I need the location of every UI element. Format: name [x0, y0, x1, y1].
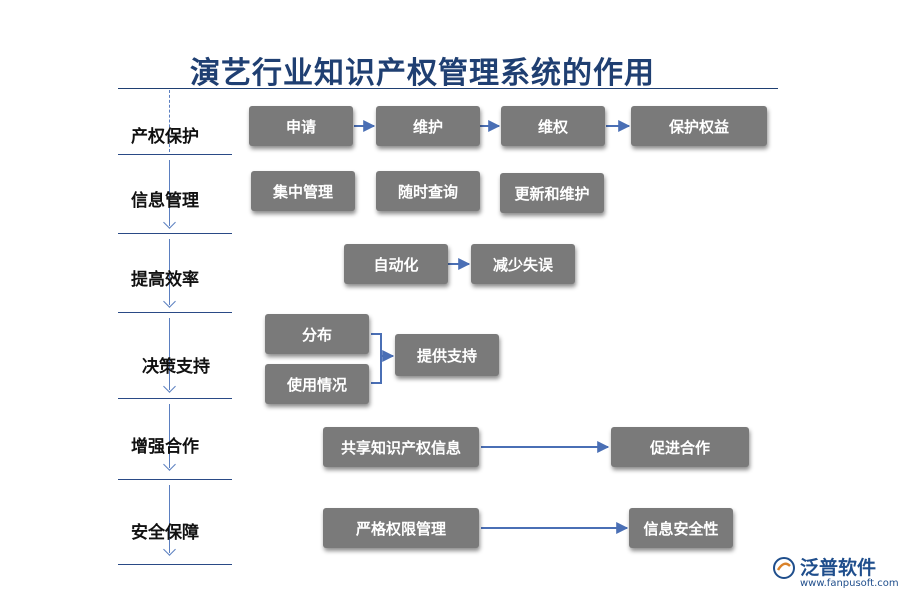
- category-label-info-management: 信息管理: [131, 191, 199, 211]
- step-distribution: 分布: [265, 314, 369, 354]
- timeline-segment: [169, 160, 170, 226]
- bracket-distribution-usage: [371, 333, 382, 384]
- step-reduce-errors: 减少失误: [471, 244, 575, 284]
- logo-name: 泛普软件: [800, 557, 877, 579]
- row-divider: [118, 233, 232, 234]
- category-label-cooperation: 增强合作: [131, 437, 199, 457]
- step-centralized-management: 集中管理: [251, 171, 355, 211]
- step-provide-support: 提供支持: [395, 334, 499, 376]
- category-label-decision-support: 决策支持: [142, 357, 210, 377]
- step-usage: 使用情况: [265, 364, 369, 404]
- logo-url: www.fanpusoft.com: [800, 578, 899, 589]
- row-divider: [118, 312, 232, 313]
- step-maintain: 维护: [376, 106, 480, 146]
- step-share-ip-info: 共享知识产权信息: [323, 427, 479, 467]
- page-title: 演艺行业知识产权管理系统的作用: [190, 56, 655, 91]
- category-label-ip-protection: 产权保护: [131, 127, 199, 147]
- timeline-segment: [169, 318, 170, 390]
- step-query-anytime: 随时查询: [376, 171, 480, 211]
- company-logo-icon: [773, 557, 795, 579]
- step-promote-cooperation: 促进合作: [611, 427, 749, 467]
- timeline-dashed-segment: [169, 90, 170, 152]
- category-label-security: 安全保障: [131, 523, 199, 543]
- timeline-segment: [169, 239, 170, 305]
- category-label-efficiency: 提高效率: [131, 270, 199, 290]
- timeline-segment: [169, 404, 170, 468]
- row-divider: [118, 479, 232, 480]
- step-defend: 维权: [501, 106, 605, 146]
- row-divider: [118, 154, 232, 155]
- step-strict-permission: 严格权限管理: [323, 508, 479, 548]
- title-underline: [118, 88, 778, 89]
- step-apply: 申请: [249, 106, 353, 146]
- timeline-segment: [169, 485, 170, 553]
- step-info-security: 信息安全性: [629, 508, 733, 548]
- step-update-maintain: 更新和维护: [500, 173, 604, 213]
- step-protect-rights: 保护权益: [631, 106, 767, 146]
- row-divider: [118, 398, 232, 399]
- step-automation: 自动化: [344, 244, 448, 284]
- row-divider: [118, 564, 232, 565]
